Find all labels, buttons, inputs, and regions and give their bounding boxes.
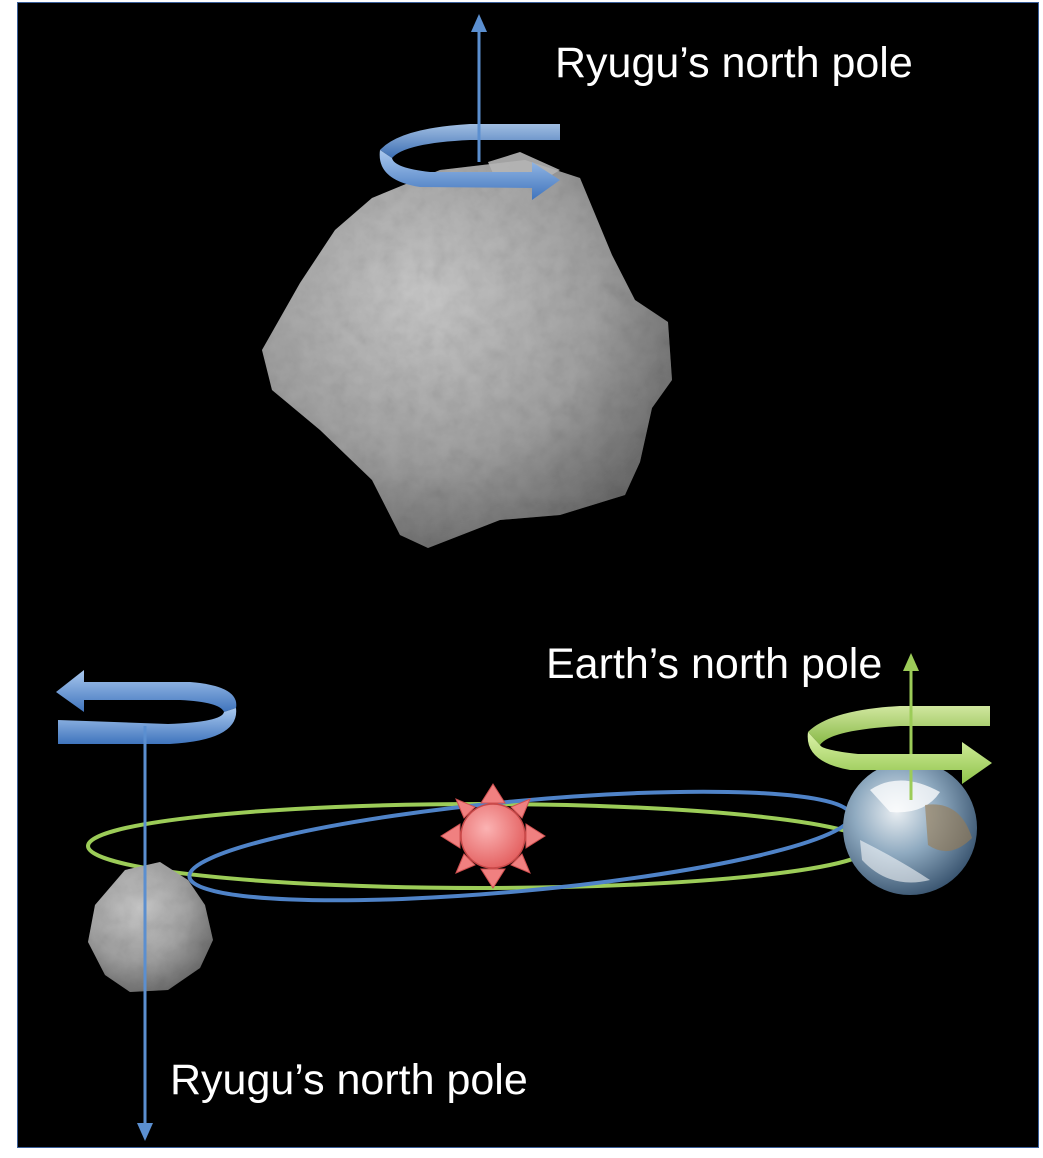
ryugu-spin-ring-bottom [56, 670, 236, 712]
earth-spin-ring-back [808, 706, 990, 745]
ryugu-north-pole-label-top: Ryugu’s north pole [555, 42, 913, 85]
ryugu-spin-ring-top-back [380, 124, 560, 158]
ryugu-spin-arrow-bottom [58, 708, 236, 744]
ryugu-asteroid-large [262, 152, 672, 548]
sun-icon [441, 784, 545, 888]
ryugu-north-pole-label-bottom: Ryugu’s north pole [170, 1059, 528, 1102]
earth-north-pole-label: Earth’s north pole [546, 643, 882, 686]
